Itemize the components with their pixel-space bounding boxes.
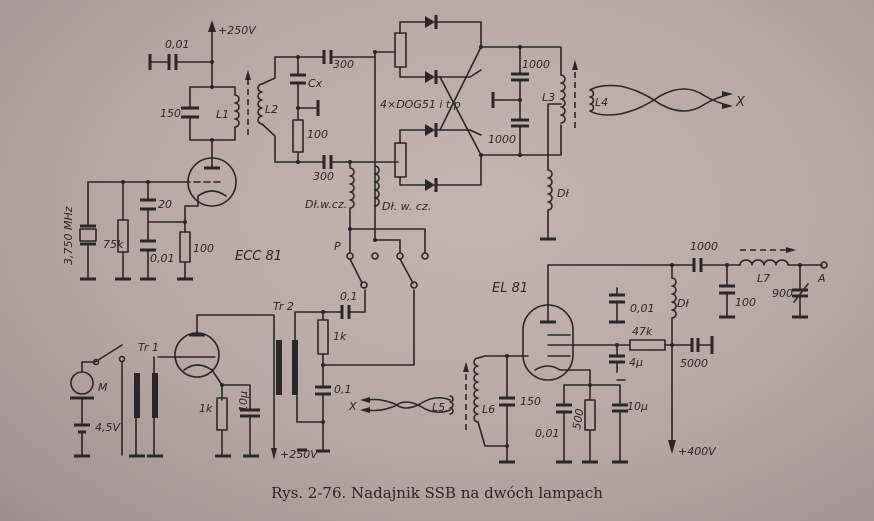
mic-amplifier: [70, 289, 454, 460]
label-r100-cath: 100: [193, 242, 214, 255]
label-c4u: 4µ: [629, 356, 643, 369]
switch-p[interactable]: [346, 252, 429, 289]
label-v400: +400V: [678, 445, 717, 458]
label-mic: M: [98, 381, 108, 394]
antenna-terminal: [820, 261, 828, 269]
label-dt-top: Dł: [557, 187, 569, 200]
label-dt-pa: Dł: [677, 297, 689, 310]
label-c900: 900: [772, 287, 793, 300]
label-c5000: 5000: [680, 357, 708, 370]
label-c300-bot: 300: [313, 170, 334, 183]
label-cx: Cx: [308, 77, 323, 90]
label-r1k-cath: 1k: [199, 402, 213, 415]
label-c150-pa: 150: [520, 395, 541, 408]
label-l4: L4: [595, 96, 608, 109]
label-crystal: 3,750 MHz: [62, 206, 75, 265]
label-c150-osc: 150: [160, 107, 181, 120]
label-l6: L6: [482, 403, 495, 416]
label-x-in: X: [348, 400, 357, 413]
label-tr2: Tr 2: [273, 300, 294, 313]
label-x-out: X: [735, 95, 746, 110]
figure-caption: Rys. 2-76. Nadajnik SSB na dwóch lampach: [271, 484, 603, 502]
label-l5: L5: [432, 401, 445, 414]
label-r75k: 75k: [103, 238, 124, 251]
label-r500: 500: [570, 408, 586, 431]
power-amplifier: [463, 247, 828, 464]
output-tank: [479, 45, 733, 241]
label-c01-bot: 0,1: [334, 383, 352, 396]
label-diodes: 4×DOG51 i t.p: [380, 98, 461, 111]
label-l1: L1: [216, 108, 229, 121]
label-switch-p: P: [334, 240, 341, 253]
label-batt: 4,5V: [95, 421, 121, 434]
label-l3: L3: [542, 91, 555, 104]
label-c300-top: 300: [333, 58, 354, 71]
label-c10u-k: 10µ: [627, 400, 648, 413]
label-c1000-out: 1000: [690, 240, 718, 253]
component-labels: +250V 0,01 150 L1 L2 Cx 100 300 300 4×DO…: [62, 24, 826, 461]
label-dt-wcz-1: Dł.w.cz.: [305, 198, 347, 211]
label-l7: L7: [757, 272, 770, 285]
label-el81: EL 81: [492, 281, 528, 296]
label-v250-top: +250V: [218, 24, 257, 37]
label-dt-wcz-2: Dł. w. cz.: [382, 200, 431, 213]
balanced-modulator: [245, 15, 482, 289]
label-c1000-a: 1000: [522, 58, 550, 71]
label-c100-out: 100: [735, 296, 756, 309]
label-c001-k: 0,01: [535, 427, 560, 440]
label-r47k: 47k: [632, 325, 653, 338]
label-v250-bot: +250V: [280, 448, 319, 461]
label-c20: 20: [158, 198, 172, 211]
label-r1k-out: 1k: [333, 330, 347, 343]
label-c10u-cath: 10µ: [237, 391, 250, 412]
microphone-icon: [70, 371, 94, 395]
label-c001-grid: 0,01: [150, 252, 175, 265]
label-c1000-b: 1000: [488, 133, 516, 146]
label-ant: A: [817, 272, 826, 285]
label-tr1: Tr 1: [138, 341, 159, 354]
label-c001-g2: 0,01: [630, 302, 655, 315]
label-ecc81: ECC 81: [235, 249, 282, 264]
label-r100-bal: 100: [307, 128, 328, 141]
label-c001-top: 0,01: [165, 38, 190, 51]
label-l2: L2: [265, 103, 278, 116]
oscillator-stage: [79, 20, 240, 281]
label-c01-top: 0,1: [340, 290, 358, 303]
